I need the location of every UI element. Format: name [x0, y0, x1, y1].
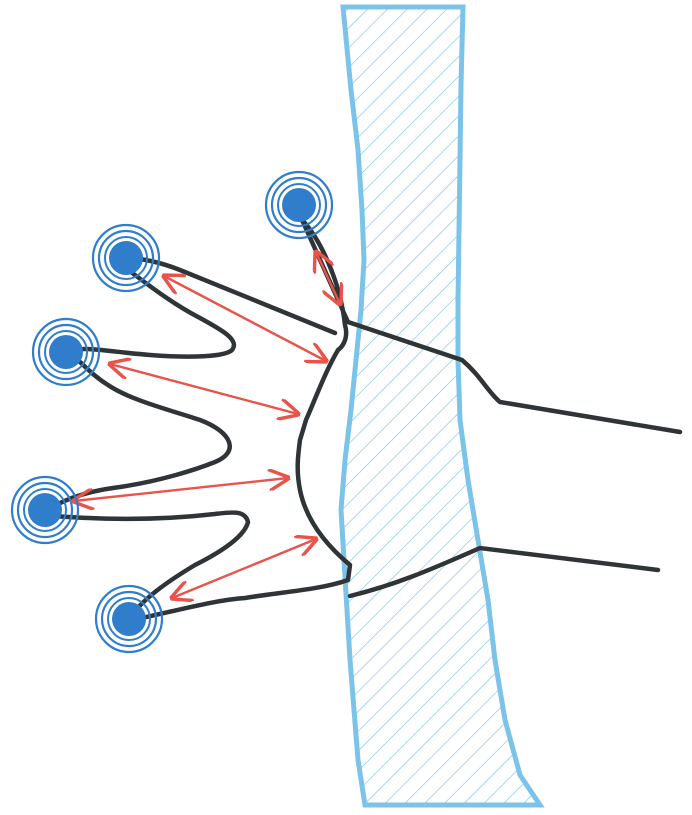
touch-point-ring [12, 477, 78, 543]
arrow-middle-span [110, 364, 298, 414]
touch-point-icon [49, 335, 83, 369]
hatched-band [341, 7, 540, 805]
touch-point-little [96, 586, 162, 652]
touch-point-icon [112, 602, 146, 636]
touch-point-icon [282, 188, 316, 222]
touch-point-icon [109, 241, 143, 275]
touch-point-thumb [266, 172, 332, 238]
touch-point-index [93, 225, 159, 291]
touch-point-middle [33, 319, 99, 385]
touch-point-icon [28, 493, 62, 527]
